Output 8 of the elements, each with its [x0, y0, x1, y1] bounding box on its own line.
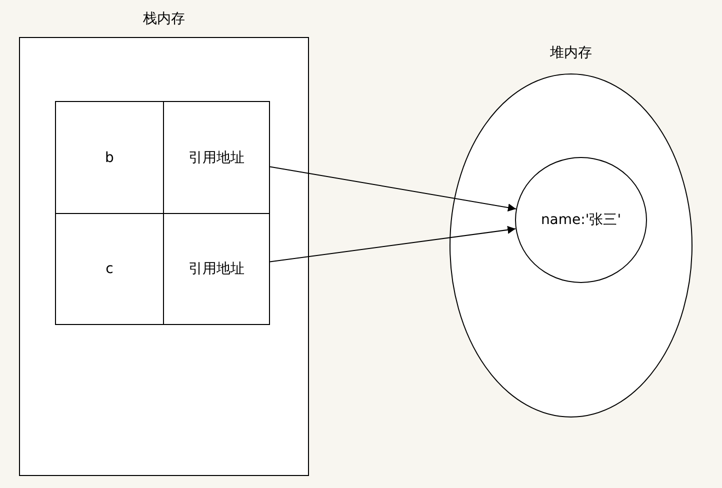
reference-address: 引用地址 [163, 213, 270, 325]
region-title: 堆内存 [550, 44, 592, 62]
reference-address: 引用地址 [163, 101, 270, 214]
arrow [270, 226, 516, 262]
region-title: 栈内存 [143, 10, 185, 28]
variable-name: b [55, 101, 164, 214]
arrow [270, 166, 516, 212]
variable-name: c [55, 213, 164, 325]
